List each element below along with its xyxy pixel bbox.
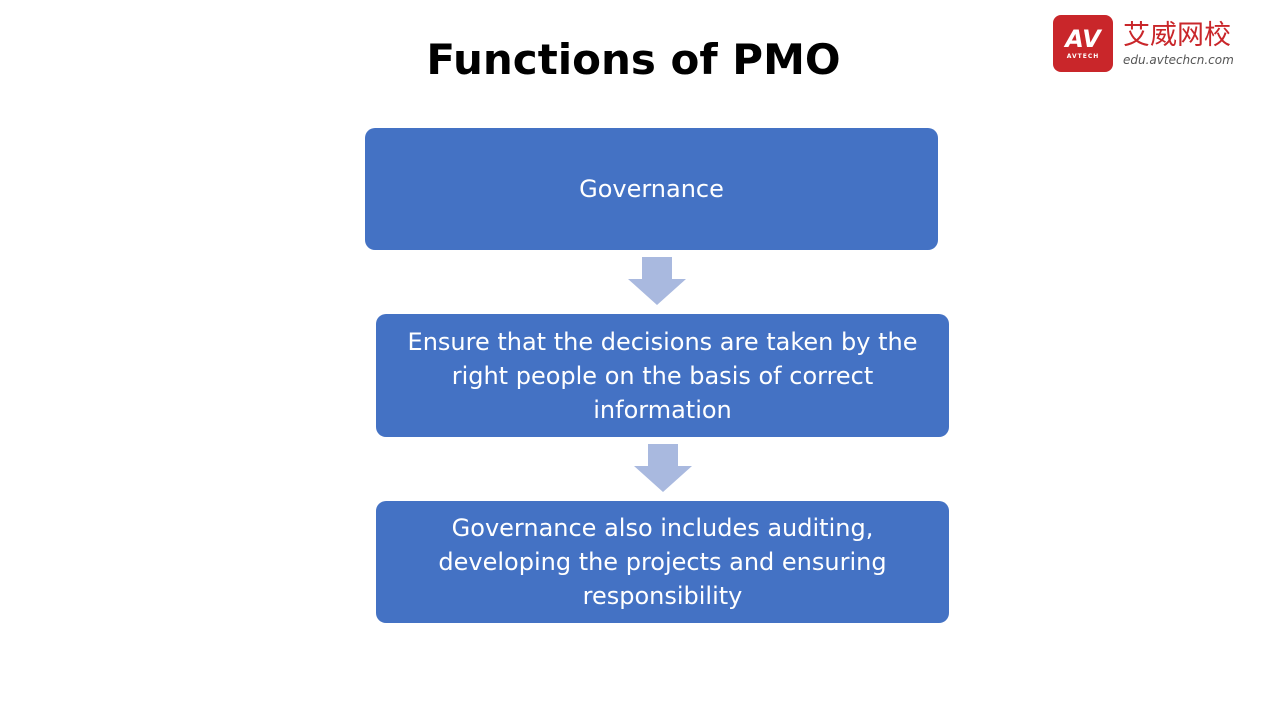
logo-chinese-name: 艾威网校 bbox=[1123, 20, 1231, 51]
flow-step-1-text: Governance bbox=[579, 175, 724, 203]
slide-title: Functions of PMO bbox=[426, 35, 841, 84]
flow-step-3: Governance also includes auditing, devel… bbox=[376, 501, 949, 623]
flow-step-1: Governance bbox=[365, 128, 938, 250]
logo-badge-text: AV bbox=[1065, 25, 1101, 53]
down-arrow-icon bbox=[634, 444, 692, 492]
down-arrow-icon bbox=[628, 257, 686, 305]
logo-badge-subtext: AVTECH bbox=[1066, 53, 1100, 60]
flow-step-2-text: Ensure that the decisions are taken by t… bbox=[407, 327, 918, 424]
flow-step-3-text: Governance also includes auditing, devel… bbox=[438, 514, 887, 610]
logo-url: edu.avtechcn.com bbox=[1123, 53, 1234, 67]
logo-badge: AV AVTECH bbox=[1053, 15, 1113, 72]
brand-logo: AV AVTECH 艾威网校 edu.avtechcn.com bbox=[1053, 15, 1253, 75]
flow-step-2: Ensure that the decisions are taken by t… bbox=[376, 314, 949, 437]
